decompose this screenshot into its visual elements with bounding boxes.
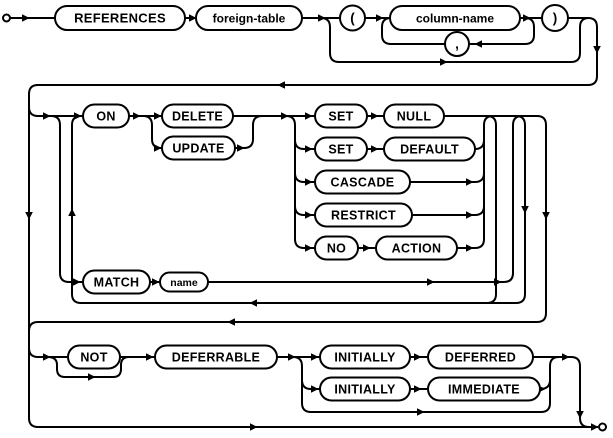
node-deferrable: DEFERRABLE: [154, 344, 278, 370]
node-no: NO: [314, 235, 359, 261]
node-no-label: NO: [327, 242, 346, 256]
connector-lines: [10, 17, 598, 428]
end-terminal-icon: [598, 422, 607, 432]
node-default-label: DEFAULT: [400, 143, 459, 157]
node-null-label: NULL: [397, 110, 432, 124]
node-foreign-table: foreign-table: [195, 5, 303, 31]
node-name: name: [159, 271, 209, 293]
node-initially-1: INITIALLY: [319, 344, 411, 370]
node-default: DEFAULT: [383, 136, 476, 162]
node-open-paren-label: (: [350, 11, 355, 26]
node-deferred-label: DEFERRED: [445, 351, 516, 365]
node-comma-label: ,: [455, 37, 459, 52]
node-cascade-label: CASCADE: [331, 176, 395, 190]
node-delete: DELETE: [161, 103, 234, 129]
node-null: NULL: [383, 103, 445, 129]
node-close-paren: ): [541, 4, 569, 32]
node-name-label: name: [170, 277, 198, 289]
node-references: REFERENCES: [54, 5, 186, 31]
node-foreign-table-label: foreign-table: [213, 12, 286, 26]
node-set-1-label: SET: [328, 110, 353, 124]
node-immediate-label: IMMEDIATE: [448, 383, 520, 397]
node-action: ACTION: [375, 235, 458, 261]
node-deferred: DEFERRED: [427, 344, 534, 370]
start-terminal-icon: [2, 13, 11, 23]
node-immediate: IMMEDIATE: [427, 376, 541, 402]
node-not: NOT: [67, 344, 121, 370]
node-cascade: CASCADE: [314, 169, 411, 195]
node-close-paren-label: ): [553, 11, 558, 26]
node-delete-label: DELETE: [172, 110, 223, 124]
node-references-label: REFERENCES: [74, 11, 166, 26]
node-comma: ,: [444, 31, 470, 57]
node-initially-2: INITIALLY: [319, 376, 411, 402]
node-column-name-label: column-name: [416, 12, 494, 26]
node-restrict-label: RESTRICT: [331, 209, 396, 223]
node-restrict: RESTRICT: [314, 202, 413, 228]
node-on-label: ON: [96, 110, 115, 124]
node-update: UPDATE: [161, 135, 236, 161]
node-deferrable-label: DEFERRABLE: [172, 351, 260, 365]
node-not-label: NOT: [80, 351, 107, 365]
node-action-label: ACTION: [392, 242, 442, 256]
node-initially-2-label: INITIALLY: [334, 383, 396, 397]
node-set-2: SET: [314, 136, 368, 162]
node-initially-1-label: INITIALLY: [334, 351, 396, 365]
node-match-label: MATCH: [94, 276, 140, 290]
node-open-paren: (: [339, 4, 366, 32]
node-match: MATCH: [82, 269, 151, 295]
node-on: ON: [82, 103, 130, 129]
node-update-label: UPDATE: [172, 142, 224, 156]
node-column-name: column-name: [389, 5, 521, 31]
node-set-1: SET: [314, 103, 368, 129]
node-set-2-label: SET: [328, 143, 353, 157]
